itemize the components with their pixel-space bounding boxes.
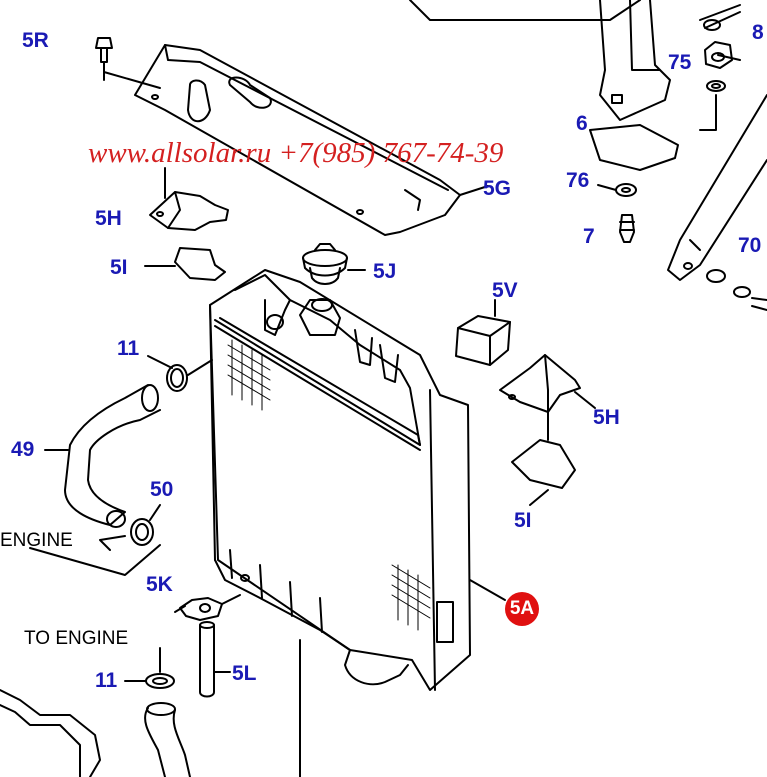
- bracket-5I-top: [144, 247, 226, 281]
- upper-frame-part: [409, 0, 671, 121]
- label-5V: 5V: [492, 279, 518, 302]
- label-5H-right: 5H: [593, 406, 620, 429]
- watermark-text: www.allsolar.ru +7(985) 767-74-39: [88, 137, 504, 169]
- support-strut: [667, 94, 767, 311]
- label-50: 50: [150, 478, 174, 501]
- label-5R: 5R: [22, 29, 49, 52]
- shroud-5G: [134, 44, 489, 236]
- label-5L: 5L: [232, 662, 257, 685]
- label-11-bottom: 11: [95, 669, 118, 692]
- label-5J: 5J: [373, 260, 397, 283]
- label-6: 6: [576, 112, 588, 135]
- hose-49: [44, 384, 161, 528]
- label-5A-badge: 5A: [505, 592, 539, 626]
- label-5H-top: 5H: [95, 207, 122, 230]
- label-to-engine: TO ENGINE: [24, 628, 129, 649]
- drain-valve-5K: [174, 594, 241, 621]
- radiator-core-mesh: [227, 339, 431, 631]
- label-engine: ENGINE: [0, 530, 73, 551]
- label-11-top: 11: [117, 337, 140, 360]
- washer-76: [597, 183, 637, 197]
- radiator-cap-5J: [302, 243, 366, 285]
- label-75: 75: [668, 51, 692, 74]
- label-5G: 5G: [483, 177, 512, 200]
- leader-engine: [29, 544, 161, 576]
- sponge-5V: [455, 299, 511, 366]
- bracket-5H-right: [499, 354, 596, 413]
- engine-part-bottom-left: [0, 689, 101, 777]
- drain-tube-5L: [199, 621, 231, 698]
- label-8: 8: [752, 21, 764, 44]
- radiator-5A: [209, 269, 471, 691]
- bracket-part-6: [589, 124, 679, 171]
- hose-clamp-11-top: [147, 355, 213, 392]
- label-5K: 5K: [146, 573, 173, 596]
- label-5I-right: 5I: [514, 509, 532, 532]
- label-76: 76: [566, 169, 590, 192]
- bracket-5H-top: [149, 167, 229, 231]
- hose-clamp-11-bottom: [124, 647, 175, 689]
- label-5I-top: 5I: [110, 256, 128, 279]
- hose-clamp-50: [99, 504, 161, 551]
- bolt-5R: [95, 37, 161, 89]
- label-70: 70: [738, 234, 762, 257]
- label-7: 7: [583, 225, 595, 248]
- bolt-7: [619, 214, 635, 243]
- bracket-5I-right: [511, 411, 576, 506]
- lower-hose: [144, 702, 191, 777]
- label-49: 49: [11, 438, 35, 461]
- fasteners-top-right: [699, 4, 741, 131]
- leader-5A: [469, 579, 506, 601]
